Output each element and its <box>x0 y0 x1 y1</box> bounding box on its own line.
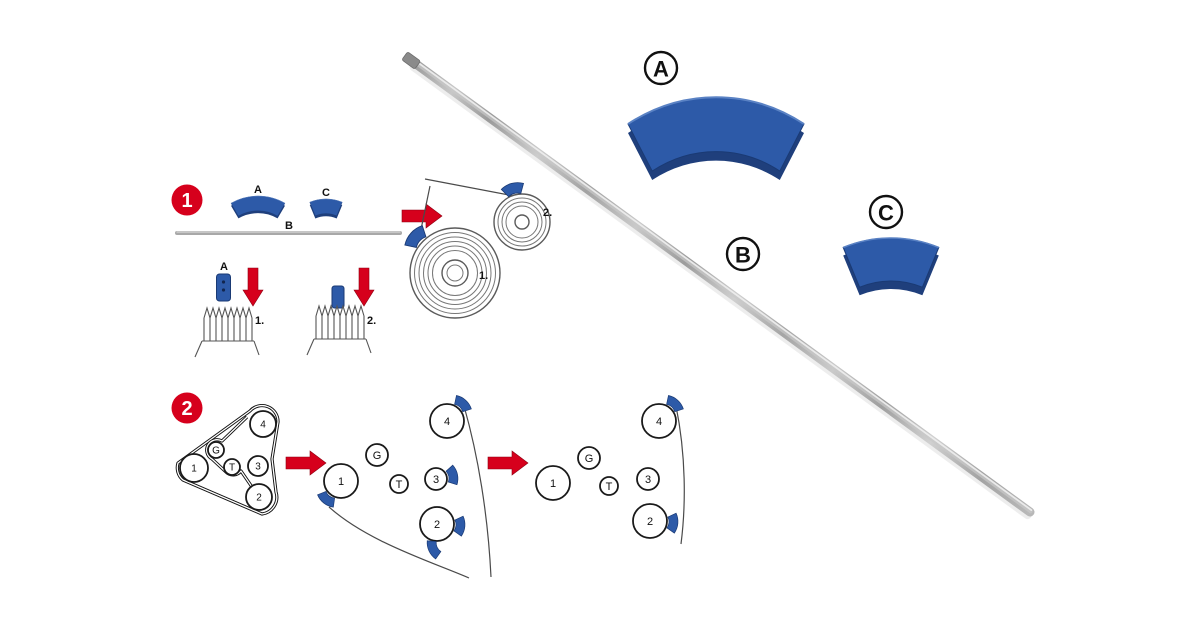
pulley-4 <box>249 410 277 438</box>
pulley-4-label: 4 <box>444 416 450 428</box>
pulley-t <box>389 474 409 494</box>
pulley-g <box>365 443 389 467</box>
belt-outer-split <box>176 404 279 515</box>
kit-a-label: A <box>254 184 262 196</box>
pulley-3-label: 3 <box>645 474 651 486</box>
large-pulley-index: 1. <box>479 270 488 282</box>
pulley-t <box>223 458 241 476</box>
pulley-4 <box>641 403 677 439</box>
step2-badge: 2 <box>181 398 192 420</box>
part-c: C <box>842 194 940 297</box>
insert-down-arrow-icon <box>242 267 264 307</box>
part-b-label: B <box>735 243 751 268</box>
pulley-2 <box>245 483 273 511</box>
pulley-g-label: G <box>585 453 594 465</box>
pulley-3 <box>424 467 448 491</box>
rod-tip <box>402 52 421 69</box>
step1: 1 A C B 1. <box>171 178 552 358</box>
pulley-3-label: 3 <box>255 462 261 473</box>
pulley-4-label: 4 <box>260 420 266 431</box>
pulley-g <box>577 446 601 470</box>
part-a: A <box>627 50 805 181</box>
pulley-2-label: 2 <box>647 516 653 528</box>
part-c-label: C <box>878 201 894 226</box>
pulley-t-label: T <box>229 463 235 474</box>
loose-belt-line-1 <box>463 405 492 578</box>
pulley-t-label: T <box>396 479 403 491</box>
removed-belt-line <box>675 405 685 545</box>
step2-arrow-right-icon-1 <box>285 450 327 476</box>
belt-line-1 <box>424 178 515 197</box>
part-a-label: A <box>653 57 669 82</box>
routing-diagram-2: 4 G 1 T 3 2 <box>315 393 492 579</box>
loose-belt-line-2 <box>328 506 470 579</box>
pulley-3-label: 3 <box>433 474 439 486</box>
tool-block-hole <box>221 280 226 284</box>
part-c-wedge <box>842 237 940 297</box>
pulley-2 <box>419 506 455 542</box>
kit-a-wedge <box>230 195 286 219</box>
tool-block-inserted <box>331 285 345 309</box>
rod-mid-highlight <box>414 61 1033 514</box>
step2: 2 4 G T 1 3 2 <box>171 392 686 579</box>
pulley-2-label: 2 <box>434 519 440 531</box>
small-pulley-index: 2. <box>543 207 552 219</box>
tool-block-a <box>216 273 231 302</box>
pulley-g-label: G <box>373 450 382 462</box>
part-b-label-circle <box>725 236 761 272</box>
kit-b-label: B <box>285 220 293 232</box>
kit-c-wedge <box>309 198 343 219</box>
insert-down-arrow-icon <box>353 267 375 307</box>
insertion-tool-label: A <box>220 261 228 273</box>
small-pulley <box>493 193 551 251</box>
pulley-1 <box>535 465 571 501</box>
routing-diagram-3: 4 G 1 T 3 2 <box>535 393 686 545</box>
pulley-3 <box>247 455 269 477</box>
step1-insertion-1: A 1. <box>194 261 264 358</box>
pulley-3 <box>636 467 660 491</box>
pulley-1 <box>179 453 209 483</box>
step1-insertion-2: 2. <box>306 267 376 356</box>
step2-badge-circle <box>171 392 203 424</box>
wedge-on-pulley-2 <box>666 512 680 534</box>
pulley-2-label: 2 <box>256 493 262 504</box>
ribbed-belt-section-1 <box>194 307 260 358</box>
routing-diagram-1: 4 G T 1 3 2 <box>175 403 280 516</box>
pulley-1 <box>323 463 359 499</box>
pulley-g <box>207 441 225 459</box>
part-a-wedge <box>627 96 805 181</box>
wedge-on-pulley-2 <box>453 515 467 537</box>
pulley-t-label: T <box>606 481 613 493</box>
step1-badge: 1 <box>181 190 192 212</box>
insertion-2-index: 2. <box>367 315 376 327</box>
ribbed-belt-section-2 <box>306 305 372 356</box>
pulley-2 <box>632 503 668 539</box>
insertion-1-index: 1. <box>255 315 264 327</box>
step1-badge-circle <box>171 184 203 216</box>
pulley-1-label: 1 <box>191 464 197 475</box>
kit-c-label: C <box>322 187 330 199</box>
rod-highlight <box>416 61 1033 512</box>
main-rod <box>402 52 1035 520</box>
pulley-4 <box>429 403 465 439</box>
part-c-label-circle <box>868 194 904 230</box>
tool-block-hole <box>221 288 226 292</box>
pulley-1-label: 1 <box>550 478 556 490</box>
step1-kit-overview: A C B <box>175 184 402 235</box>
pulley-g-label: G <box>212 446 220 457</box>
pulley-1-label: 1 <box>338 476 344 488</box>
step1-pulley-diagram: 1. 2. <box>401 178 552 319</box>
pulley-t <box>599 476 619 496</box>
step2-arrow-right-icon-2 <box>487 450 529 476</box>
pulley-4-label: 4 <box>656 416 662 428</box>
part-b: B <box>725 236 761 272</box>
part-a-label-circle <box>643 50 679 86</box>
large-pulley <box>409 227 501 319</box>
